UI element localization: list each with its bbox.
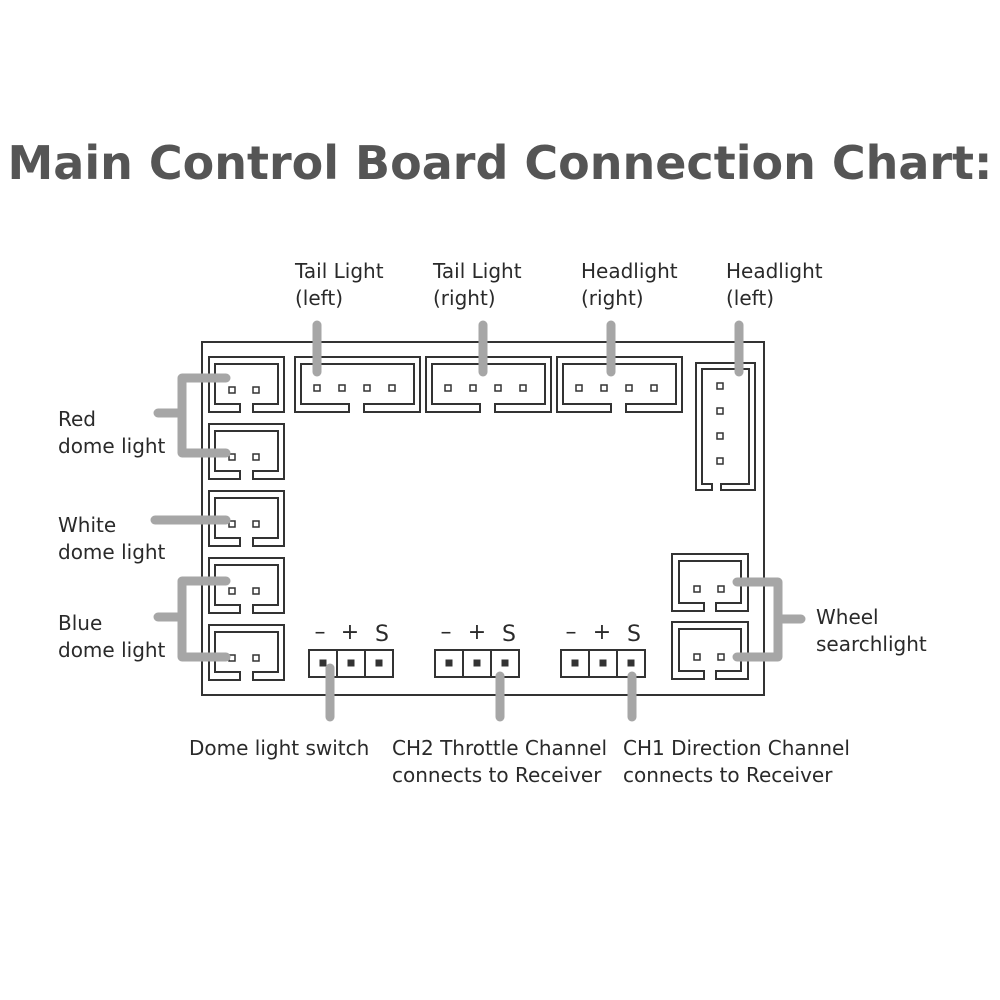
- pointers: [150, 320, 806, 722]
- label-headlight-left: Headlight(left): [726, 259, 823, 310]
- pin-label-minus: –: [440, 620, 452, 645]
- label-dome-light-switch: Dome light switch: [189, 736, 370, 760]
- connector-left-1: [208, 356, 285, 413]
- top-connectors: [294, 356, 683, 413]
- connector-tail-right: [425, 356, 552, 413]
- pointer-wheel-searchlight: [732, 577, 806, 662]
- connector-wheel-2: [671, 621, 749, 680]
- pin-label-signal: S: [502, 622, 516, 647]
- connector-left-4: [208, 557, 285, 614]
- header-dome-switch: [308, 649, 394, 678]
- header-ch1: [560, 649, 646, 678]
- pin-label-plus: +: [340, 620, 360, 645]
- connector-wheel-1: [671, 553, 749, 612]
- label-tail-light-right: Tail Light(right): [433, 259, 522, 310]
- pin-label-signal: S: [627, 622, 641, 647]
- right-connectors: [671, 553, 749, 680]
- connector-left-3: [208, 490, 285, 547]
- pin-label-plus: +: [592, 620, 612, 645]
- header-ch2: [434, 649, 520, 678]
- left-connectors: [208, 356, 285, 681]
- label-tail-light-left: Tail Light(left): [295, 259, 384, 310]
- page-title: Main Control Board Connection Chart:: [7, 136, 993, 190]
- connector-tail-left: [294, 356, 421, 413]
- pointer-red-dome: [153, 373, 231, 458]
- connector-headlight-right: [556, 356, 683, 413]
- pin-label-plus: +: [467, 620, 487, 645]
- pin-label-minus: –: [314, 620, 326, 645]
- connector-headlight-left: [695, 362, 756, 491]
- pointer-blue-dome: [153, 576, 231, 662]
- pin-label-signal: S: [375, 622, 389, 647]
- connector-left-2: [208, 423, 285, 480]
- label-headlight-right: Headlight(right): [581, 259, 678, 310]
- pin-label-minus: –: [565, 620, 577, 645]
- bottom-headers: [308, 649, 646, 678]
